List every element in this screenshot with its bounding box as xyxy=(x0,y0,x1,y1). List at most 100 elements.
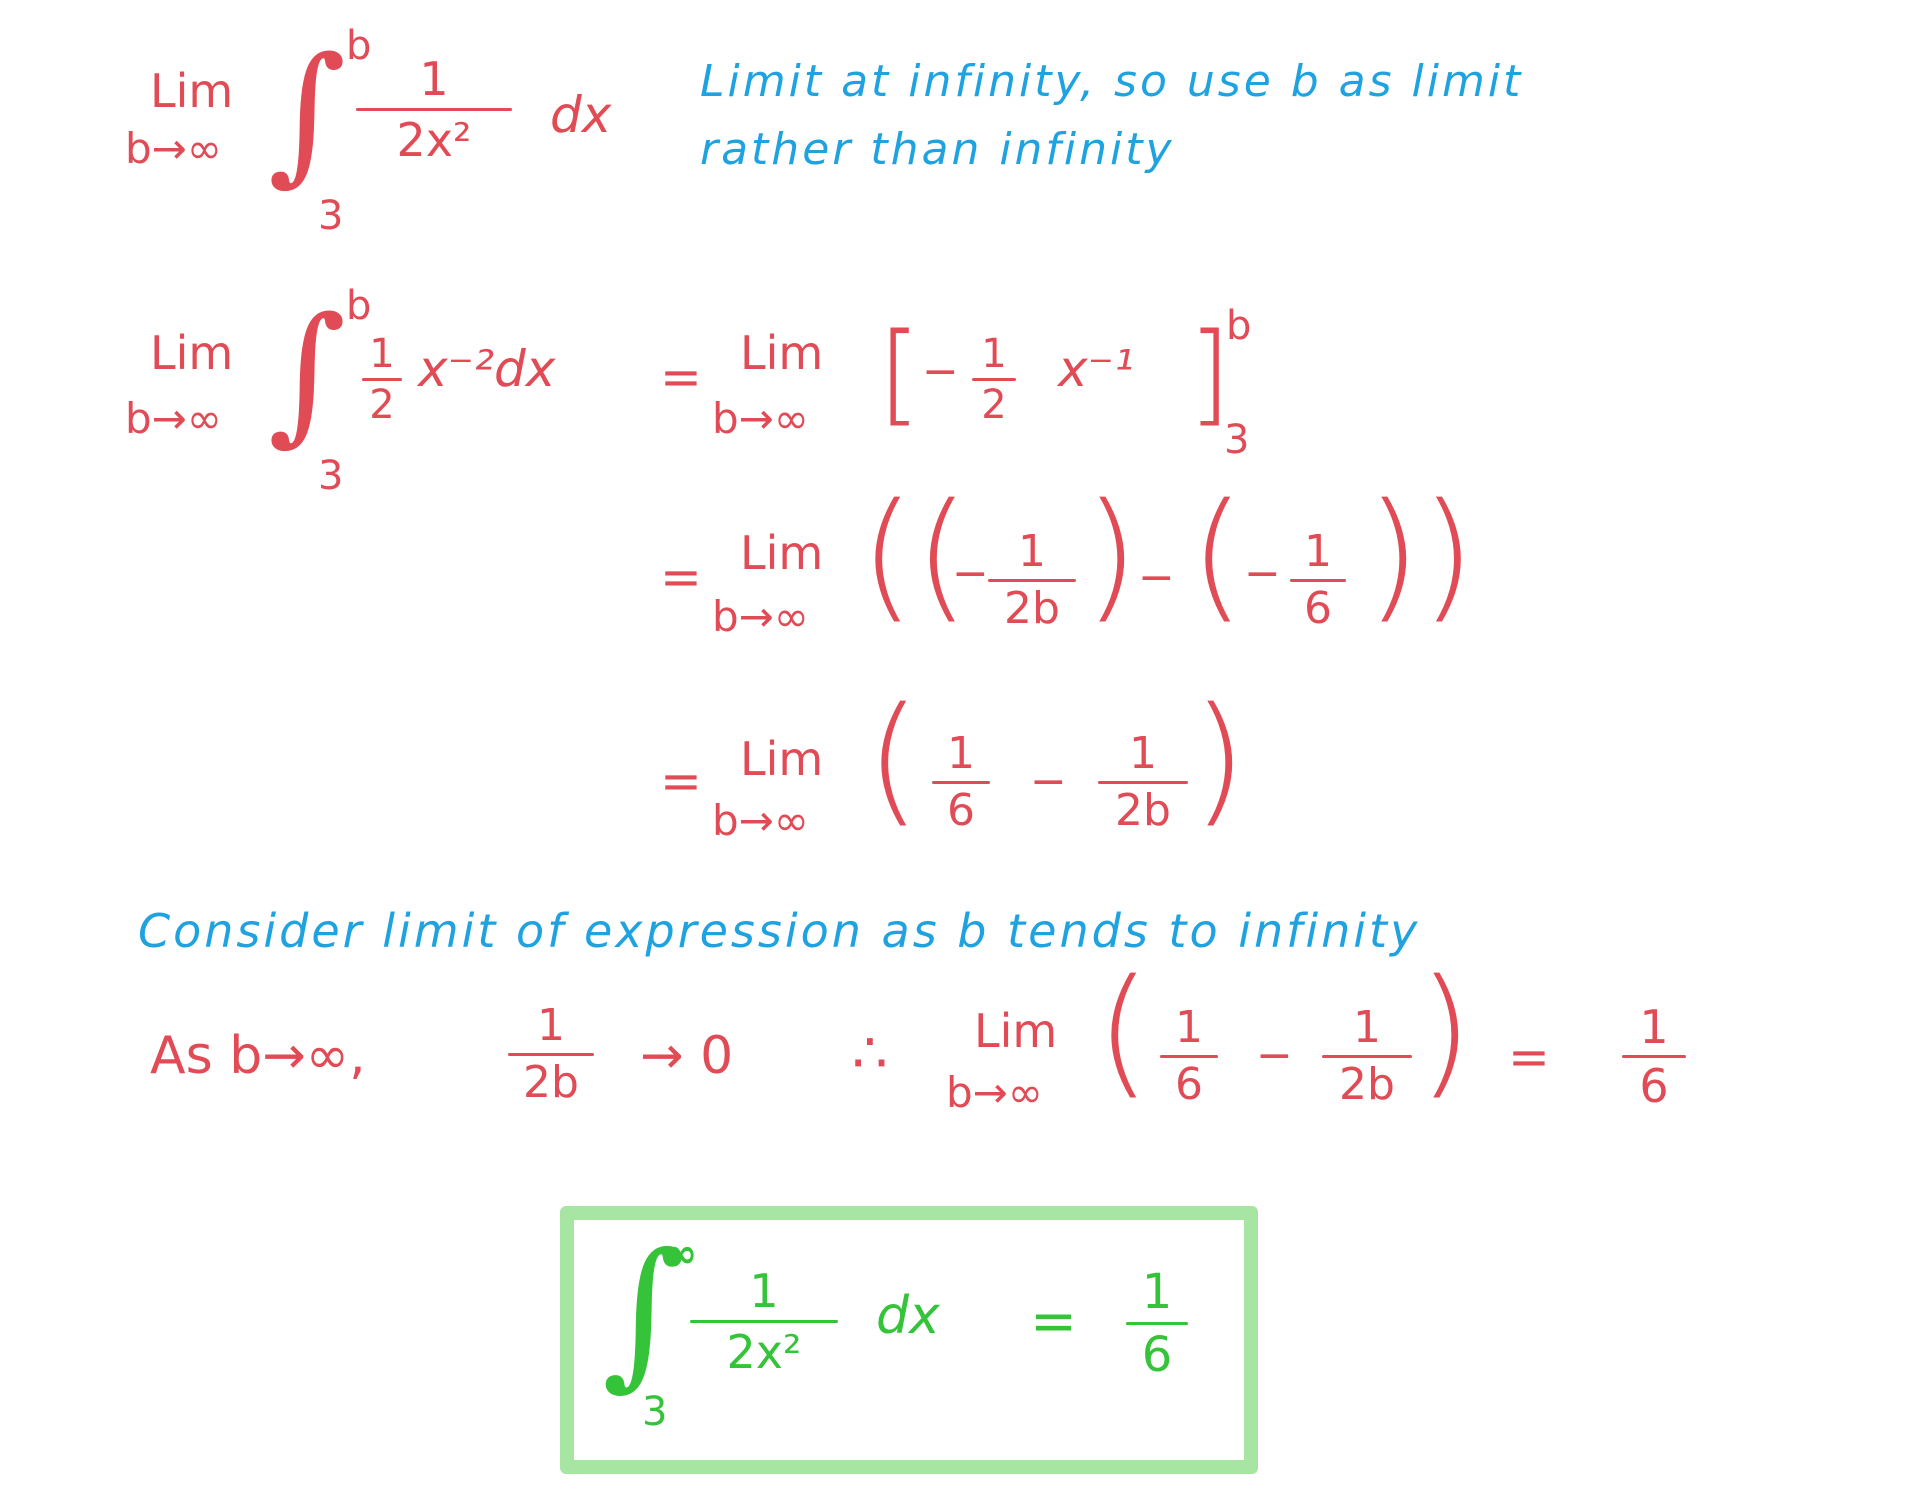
limit-subscript: b→∞ xyxy=(946,1068,1043,1117)
integral-sign: ∫ xyxy=(268,26,347,200)
evaluation-lower: 3 xyxy=(1224,417,1250,463)
fraction-denominator: 2x² xyxy=(726,1325,802,1379)
paren-close: ) xyxy=(1418,950,1473,1113)
fraction-denominator: 6 xyxy=(1304,583,1332,634)
integral-upper-limit: ∞ xyxy=(664,1231,698,1277)
paren-open: ( xyxy=(866,678,921,841)
note-line-a: Limit at infinity, so use b as limit xyxy=(700,56,1524,107)
evaluation-upper: b xyxy=(1226,303,1252,349)
differential: dx xyxy=(550,86,612,144)
limit-label-right: Lim xyxy=(740,326,824,380)
result-fraction: 1 6 xyxy=(1622,1004,1686,1109)
equals-sign: = xyxy=(1030,1289,1077,1354)
power-term: x⁻²dx xyxy=(418,340,556,398)
fraction-bar xyxy=(690,1320,838,1323)
minus-sign: − xyxy=(1030,756,1067,807)
fraction-numerator: 1 xyxy=(537,1000,565,1051)
therefore-sign: ∴ xyxy=(852,1021,888,1086)
fraction-numerator: 1 xyxy=(419,52,449,106)
integral-sign: ∫ xyxy=(268,286,347,460)
limit-subscript: b→∞ xyxy=(712,592,809,641)
fraction-denominator: 2x² xyxy=(396,113,472,167)
fraction-numerator: 1 xyxy=(1018,526,1046,577)
limit-label: Lim xyxy=(150,326,234,380)
fraction-one-over-2b: 1 2b xyxy=(988,530,1076,631)
antiderivative-term: x⁻¹ xyxy=(1058,340,1135,398)
answer-box xyxy=(560,1206,1258,1474)
fraction-bar xyxy=(988,579,1076,582)
fraction-bar xyxy=(1290,579,1346,582)
equals-sign: = xyxy=(660,348,702,406)
integral-lower-limit: 3 xyxy=(642,1389,668,1435)
fraction-denominator: 2b xyxy=(1004,583,1060,634)
as-b-tends-to-infinity: As b→∞, xyxy=(150,1026,366,1086)
paren-open-outer: (( xyxy=(860,474,970,637)
fraction-numerator: 1 xyxy=(1304,526,1332,577)
fraction-numerator: 1 xyxy=(749,1264,779,1318)
integral-lower-limit: 3 xyxy=(318,193,344,239)
note-text: Consider limit of expression as b tends … xyxy=(138,904,1421,958)
fraction-bar xyxy=(362,378,402,381)
note-line-b: rather than infinity xyxy=(700,124,1175,175)
minus-sign: − xyxy=(1256,1030,1293,1081)
integral-upper-limit: b xyxy=(346,23,372,69)
equals-sign: = xyxy=(660,548,702,606)
fraction-bar xyxy=(1622,1055,1686,1058)
bracket-open: [ xyxy=(878,309,921,437)
fraction-one-sixth: 1 6 xyxy=(932,732,990,833)
fraction-denominator: 6 xyxy=(1141,1327,1173,1383)
differential: dx xyxy=(876,1286,940,1346)
fraction-numerator: 1 xyxy=(1141,1264,1173,1320)
fraction-numerator: 1 xyxy=(1175,1002,1203,1053)
minus-sign: − xyxy=(952,548,989,599)
fraction-numerator: 1 xyxy=(369,331,395,377)
paren-close: ) xyxy=(1192,678,1247,841)
fraction-one-over-2b: 1 2b xyxy=(508,1004,594,1105)
equals-sign: = xyxy=(1508,1028,1550,1086)
integrand-fraction: 1 2x² xyxy=(356,56,512,163)
integral-sign: ∫ xyxy=(602,1218,686,1405)
fraction-one-sixth: 1 6 xyxy=(1160,1006,1218,1107)
fraction-numerator: 1 xyxy=(947,728,975,779)
integral-upper-limit: b xyxy=(346,283,372,329)
fraction-denominator: 2b xyxy=(523,1057,579,1108)
paren-close-first: ) xyxy=(1084,474,1139,637)
integrand-fraction: 1 2x² xyxy=(690,1268,838,1375)
limit-label: Lim xyxy=(150,64,234,118)
fraction-numerator: 1 xyxy=(981,331,1007,377)
fraction-bar xyxy=(972,378,1016,381)
fraction-bar xyxy=(1126,1322,1188,1325)
fraction-bar xyxy=(1322,1055,1412,1058)
fraction-one-sixth: 1 6 xyxy=(1290,530,1346,631)
fraction-denominator: 6 xyxy=(1639,1059,1669,1113)
integral-lower-limit: 3 xyxy=(318,453,344,499)
result-fraction: 1 6 xyxy=(1126,1268,1188,1379)
minus-sign: − xyxy=(922,346,959,397)
fraction-bar xyxy=(1098,781,1188,784)
tends-to-zero: → 0 xyxy=(640,1026,734,1086)
fraction-numerator: 1 xyxy=(1639,1000,1669,1054)
fraction-denominator: 2b xyxy=(1115,785,1171,836)
minus-sign-middle: − xyxy=(1138,552,1175,603)
equals-sign: = xyxy=(660,752,702,810)
limit-label: Lim xyxy=(974,1004,1058,1058)
fraction-denominator: 6 xyxy=(1175,1059,1203,1110)
paren-open: ( xyxy=(1096,950,1151,1113)
limit-subscript: b→∞ xyxy=(712,796,809,845)
limit-subscript: b→∞ xyxy=(125,394,222,443)
fraction-bar xyxy=(356,108,512,111)
fraction-bar xyxy=(1160,1055,1218,1058)
limit-label: Lim xyxy=(740,732,824,786)
fraction-numerator: 1 xyxy=(1129,728,1157,779)
fraction-denominator: 2b xyxy=(1339,1059,1395,1110)
limit-subscript-right: b→∞ xyxy=(712,394,809,443)
bracket-close: ] xyxy=(1188,309,1231,437)
fraction-denominator: 2 xyxy=(369,382,395,428)
bracket-fraction: 1 2 xyxy=(972,334,1016,425)
limit-label: Lim xyxy=(740,526,824,580)
fraction-one-over-2b: 1 2b xyxy=(1098,732,1188,833)
limit-subscript: b→∞ xyxy=(125,124,222,173)
fraction-denominator: 2 xyxy=(981,382,1007,428)
fraction-bar xyxy=(508,1053,594,1056)
